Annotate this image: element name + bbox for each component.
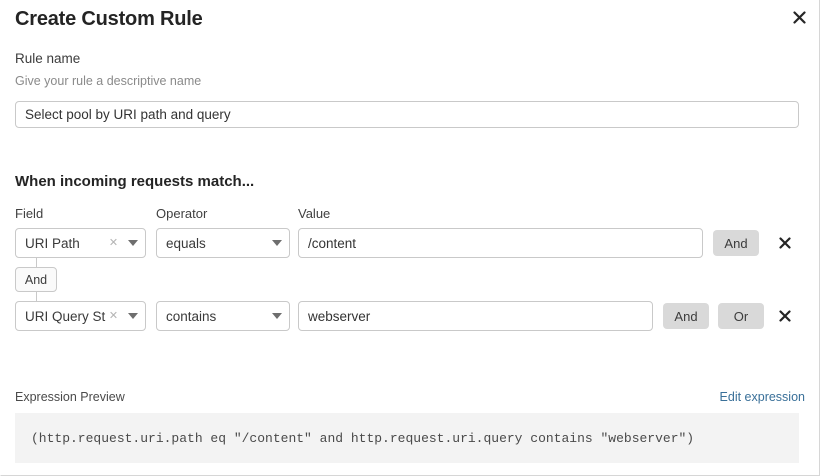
edit-expression-link[interactable]: Edit expression — [719, 390, 805, 404]
logic-connector-and[interactable]: And — [15, 267, 57, 292]
and-button-0[interactable]: And — [713, 230, 759, 256]
close-icon[interactable] — [788, 6, 810, 28]
remove-condition-button-1[interactable] — [775, 306, 795, 326]
operator-select-1[interactable]: contains — [156, 301, 290, 331]
rule-name-input[interactable] — [15, 101, 799, 128]
field-select-1[interactable]: URI Query St... ✕ — [15, 301, 146, 331]
operator-select-value-1: contains — [166, 308, 217, 324]
value-input-1[interactable] — [298, 301, 653, 331]
value-input-0[interactable] — [298, 228, 703, 258]
operator-select-value-0: equals — [166, 235, 206, 251]
expression-preview-box: (http.request.uri.path eq "/content" and… — [15, 413, 799, 463]
match-section-heading: When incoming requests match... — [15, 173, 255, 190]
field-select-value-0: URI Path — [25, 235, 80, 251]
clear-icon[interactable]: ✕ — [108, 309, 119, 322]
expression-preview-label: Expression Preview — [15, 390, 125, 404]
operator-select-0[interactable]: equals — [156, 228, 290, 258]
chevron-down-icon[interactable] — [121, 313, 145, 319]
or-button-1[interactable]: Or — [718, 303, 764, 329]
chevron-down-icon[interactable] — [265, 240, 289, 246]
page-title: Create Custom Rule — [15, 8, 203, 30]
field-select-0[interactable]: URI Path ✕ — [15, 228, 146, 258]
rule-name-hint: Give your rule a descriptive name — [15, 74, 202, 88]
condition-row: URI Query St... ✕ contains And Or — [1, 301, 820, 331]
field-select-value-1: URI Query St... — [25, 308, 106, 324]
rule-name-label: Rule name — [15, 51, 81, 66]
remove-condition-button-0[interactable] — [775, 233, 795, 253]
connector-line-bottom — [36, 291, 37, 301]
expression-preview-text: (http.request.uri.path eq "/content" and… — [31, 430, 695, 446]
column-header-field: Field — [15, 206, 44, 221]
chevron-down-icon[interactable] — [121, 240, 145, 246]
connector-line-top — [36, 258, 37, 268]
condition-row: URI Path ✕ equals And — [1, 228, 820, 258]
chevron-down-icon[interactable] — [265, 313, 289, 319]
and-button-1[interactable]: And — [663, 303, 709, 329]
column-header-value: Value — [298, 206, 331, 221]
clear-icon[interactable]: ✕ — [108, 236, 119, 249]
column-header-operator: Operator — [156, 206, 208, 221]
